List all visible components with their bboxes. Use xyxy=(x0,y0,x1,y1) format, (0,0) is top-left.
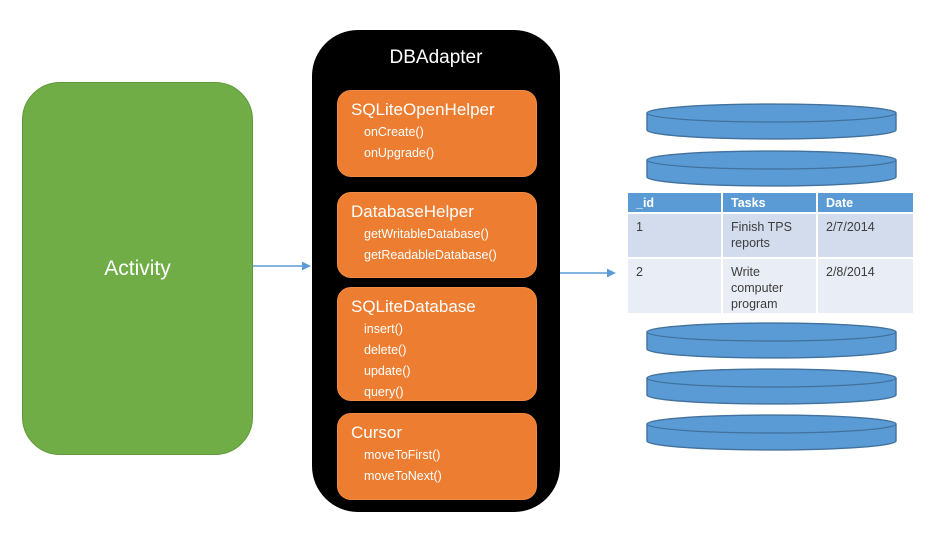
component-title: DatabaseHelper xyxy=(351,202,474,221)
component-method: insert() xyxy=(364,322,403,336)
database-disk[interactable] xyxy=(646,368,897,405)
component-title: SQLiteDatabase xyxy=(351,297,476,316)
component-method: update() xyxy=(364,364,411,378)
component-method: delete() xyxy=(364,343,407,357)
table-cell: 2/8/2014 xyxy=(818,259,913,313)
component-title: SQLiteOpenHelper xyxy=(351,100,495,119)
arrow-dbadapter-to-database xyxy=(560,268,616,278)
activity-node[interactable]: Activity xyxy=(22,82,253,455)
table-header-date: Date xyxy=(818,193,913,214)
activity-label: Activity xyxy=(104,256,171,280)
arrow-activity-to-dbadapter xyxy=(253,261,311,271)
tasks-table[interactable]: _id Tasks Date 1 Finish TPS reports 2/7/… xyxy=(628,193,913,313)
component-method: onCreate() xyxy=(364,125,424,139)
component-method: onUpgrade() xyxy=(364,146,435,160)
table-header-id: _id xyxy=(628,193,723,214)
component-title: Cursor xyxy=(351,423,403,442)
table-header-tasks: Tasks xyxy=(723,193,818,214)
component-databasehelper[interactable]: DatabaseHelper getWritableDatabase() get… xyxy=(337,192,537,278)
component-method: getReadableDatabase() xyxy=(364,248,497,262)
component-sqliteopenhelper[interactable]: SQLiteOpenHelper onCreate() onUpgrade() xyxy=(337,90,537,177)
table-cell: 2/7/2014 xyxy=(818,214,913,259)
table-cell: 2 xyxy=(628,259,723,313)
table-cell: 1 xyxy=(628,214,723,259)
dbadapter-node[interactable]: DBAdapter SQLiteOpenHelper onCreate() on… xyxy=(312,30,560,512)
component-method: moveToNext() xyxy=(364,469,442,483)
table-cell: Finish TPS reports xyxy=(723,214,818,259)
component-cursor[interactable]: Cursor moveToFirst() moveToNext() xyxy=(337,413,537,500)
database-disk[interactable] xyxy=(646,150,897,187)
component-sqlitedatabase[interactable]: SQLiteDatabase insert() delete() update(… xyxy=(337,287,537,401)
database-disk[interactable] xyxy=(646,322,897,359)
component-method: moveToFirst() xyxy=(364,448,441,462)
component-method: getWritableDatabase() xyxy=(364,227,489,241)
dbadapter-title: DBAdapter xyxy=(389,47,483,68)
component-method: query() xyxy=(364,385,404,399)
database-disk[interactable] xyxy=(646,103,897,140)
database-disk[interactable] xyxy=(646,414,897,451)
table-cell: Write computer program xyxy=(723,259,818,313)
